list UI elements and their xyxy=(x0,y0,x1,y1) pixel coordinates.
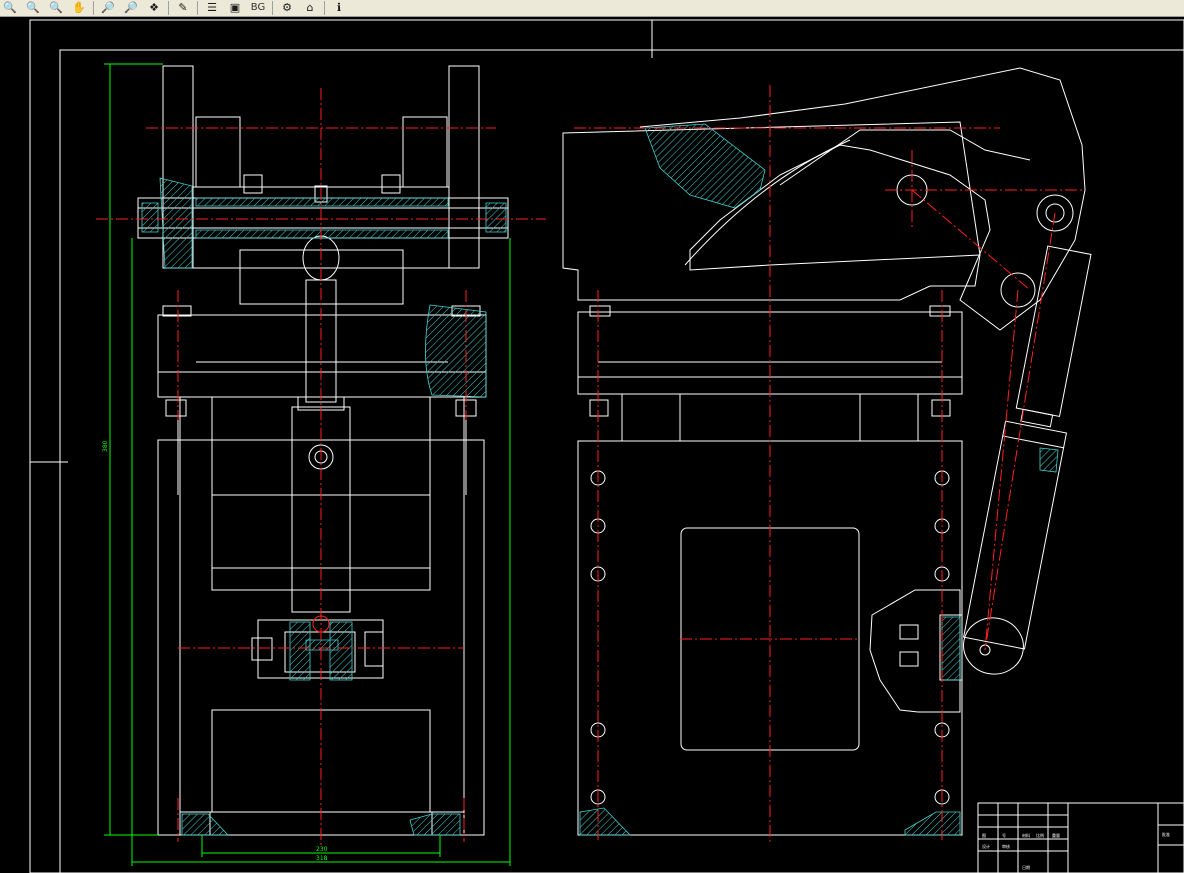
toolbar-separator xyxy=(93,1,94,15)
drawing-canvas[interactable]: 380 230 318 xyxy=(0,17,1184,873)
measure-icon[interactable]: ✎ xyxy=(178,1,188,14)
side-view xyxy=(562,67,1092,836)
zoom-previous-icon[interactable]: 🔎 xyxy=(124,1,138,14)
zoom-extents-icon[interactable]: 🔎 xyxy=(101,1,115,14)
side-view-centerlines xyxy=(574,85,1085,845)
toolbar: 🔍 🔍 🔍 ✋ 🔎 🔎 ❖ ✎ ☰ ▣ BG ⚙ ⌂ ℹ xyxy=(0,0,1184,17)
dim-bottom-outer-label: 318 xyxy=(316,855,328,862)
tb-label-2: 号 xyxy=(1002,832,1006,838)
drawing-frame xyxy=(29,19,1184,873)
dimension-lines xyxy=(104,63,511,866)
tb-label-5: 重量 xyxy=(1052,832,1060,838)
zoom-pan-icon[interactable]: ✋ xyxy=(72,1,86,14)
tb-label-8: 日期 xyxy=(1022,864,1030,870)
toolbar-separator xyxy=(168,1,169,15)
tb-label-6: 设计 xyxy=(982,843,990,849)
dim-bottom-inner-label: 230 xyxy=(316,846,328,853)
info-icon[interactable]: ℹ xyxy=(336,1,342,14)
title-block-labels: 图 号 材料 比例 重量 设计 审核 日期 批准 xyxy=(982,831,1170,870)
toolbar-separator xyxy=(272,1,273,15)
front-view-centerlines xyxy=(96,88,546,845)
settings-icon[interactable]: ⚙ xyxy=(282,1,292,14)
zoom-in-icon[interactable]: 🔍 xyxy=(3,1,17,14)
dim-vertical-label: 380 xyxy=(102,440,109,452)
tb-label-9: 批准 xyxy=(1162,831,1170,837)
front-view xyxy=(137,65,509,836)
front-view-hatching xyxy=(141,177,507,836)
layer-icon[interactable]: ❖ xyxy=(149,1,159,14)
toolbar-separator xyxy=(197,1,198,15)
zoom-window-icon[interactable]: 🔍 xyxy=(49,1,63,14)
home-icon[interactable]: ⌂ xyxy=(306,1,314,14)
tb-label-7: 审核 xyxy=(1002,843,1010,849)
tb-label-3: 材料 xyxy=(1022,832,1030,838)
title-block xyxy=(977,802,1184,873)
list-icon[interactable]: ☰ xyxy=(207,1,217,14)
tb-label-1: 图 xyxy=(982,832,986,838)
toolbar-separator xyxy=(324,1,325,15)
tb-label-4: 比例 xyxy=(1036,832,1044,838)
bg-button[interactable]: BG xyxy=(250,2,266,13)
zoom-out-icon[interactable]: 🔍 xyxy=(26,1,40,14)
side-view-hatching xyxy=(579,123,1059,836)
print-icon[interactable]: ▣ xyxy=(229,1,241,14)
